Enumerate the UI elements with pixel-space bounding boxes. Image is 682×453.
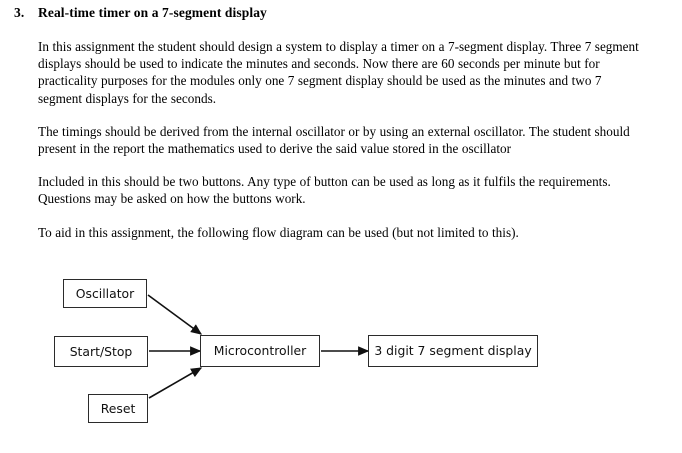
paragraph-overview: In this assignment the student should de…: [38, 39, 639, 106]
connector-oscillator-to-microcontroller: [147, 294, 203, 335]
paragraph-buttons: Included in this should be two buttons. …: [38, 174, 611, 207]
body-text-block: In this assignment the student should de…: [38, 38, 648, 241]
diagram-node-start-stop-label: Start/Stop: [69, 343, 133, 359]
paragraph-timings: The timings should be derived from the i…: [38, 123, 630, 157]
diagram-node-start-stop: Start/Stop: [54, 336, 148, 367]
diagram-node-display-label: 3 digit 7 segment display: [374, 343, 532, 358]
diagram-node-reset: Reset: [88, 394, 148, 423]
diagram-node-display: 3 digit 7 segment display: [368, 335, 538, 367]
diagram-connectors: [147, 294, 370, 399]
diagram-node-reset-label: Reset: [100, 400, 136, 416]
diagram-node-microcontroller-label: Microcontroller: [213, 343, 307, 358]
diagram-node-oscillator: Oscillator: [63, 279, 147, 308]
heading-number: 3.: [14, 5, 25, 20]
diagram-node-oscillator-label: Oscillator: [75, 285, 135, 301]
connector-reset-to-microcontroller: [148, 367, 203, 399]
page-title: Real-time timer on a 7-segment display: [38, 5, 267, 20]
flow-diagram: Oscillator Start/Stop Reset Microcontrol…: [0, 270, 682, 453]
paragraph-flow-diagram-intro: To aid in this assignment, the following…: [38, 224, 519, 240]
diagram-node-microcontroller: Microcontroller: [200, 335, 320, 367]
section-heading: 3. Real-time timer on a 7-segment displa…: [14, 4, 654, 21]
